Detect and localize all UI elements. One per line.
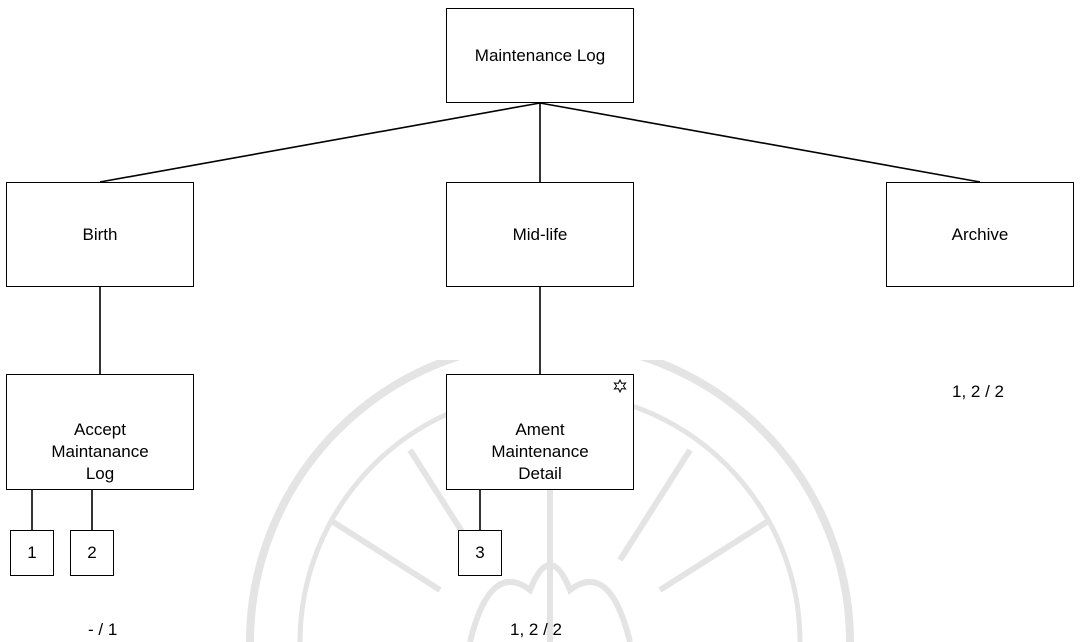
annotation-archive: 1, 2 / 2: [952, 382, 1004, 401]
connector-root-archive: [539, 102, 981, 183]
annotation-mid-life: 1, 2 / 2: [510, 620, 562, 639]
operation-label: 3: [475, 543, 485, 562]
node-birth: Birth: [6, 182, 194, 287]
connector-root-birth: [99, 102, 541, 183]
operation-label: 2: [87, 543, 97, 562]
node-mid-life: Mid-life: [446, 182, 634, 287]
operation-box-3: 3: [458, 530, 502, 576]
node-label: Birth: [82, 224, 118, 244]
node-maintenance-log: Maintenance Log: [446, 8, 634, 103]
operation-label: 1: [27, 543, 37, 562]
node-label: Maintenance Log: [474, 45, 606, 65]
watermark-emblem: [246, 360, 854, 642]
node-label: Ament Maintenance Detail: [491, 420, 589, 483]
node-accept-maintanance-log: Accept Maintanance Log: [6, 374, 194, 490]
node-archive: Archive: [886, 182, 1074, 287]
operation-box-2: 2: [70, 530, 114, 576]
node-label: Mid-life: [512, 224, 568, 244]
node-ament-maintenance-detail: Ament Maintenance Detail: [446, 374, 634, 490]
annotation-birth: - / 1: [88, 620, 118, 639]
node-label: Accept Maintanance Log: [51, 420, 149, 483]
iteration-star-icon: [613, 379, 627, 393]
operation-box-1: 1: [10, 530, 54, 576]
node-label: Archive: [951, 224, 1009, 244]
